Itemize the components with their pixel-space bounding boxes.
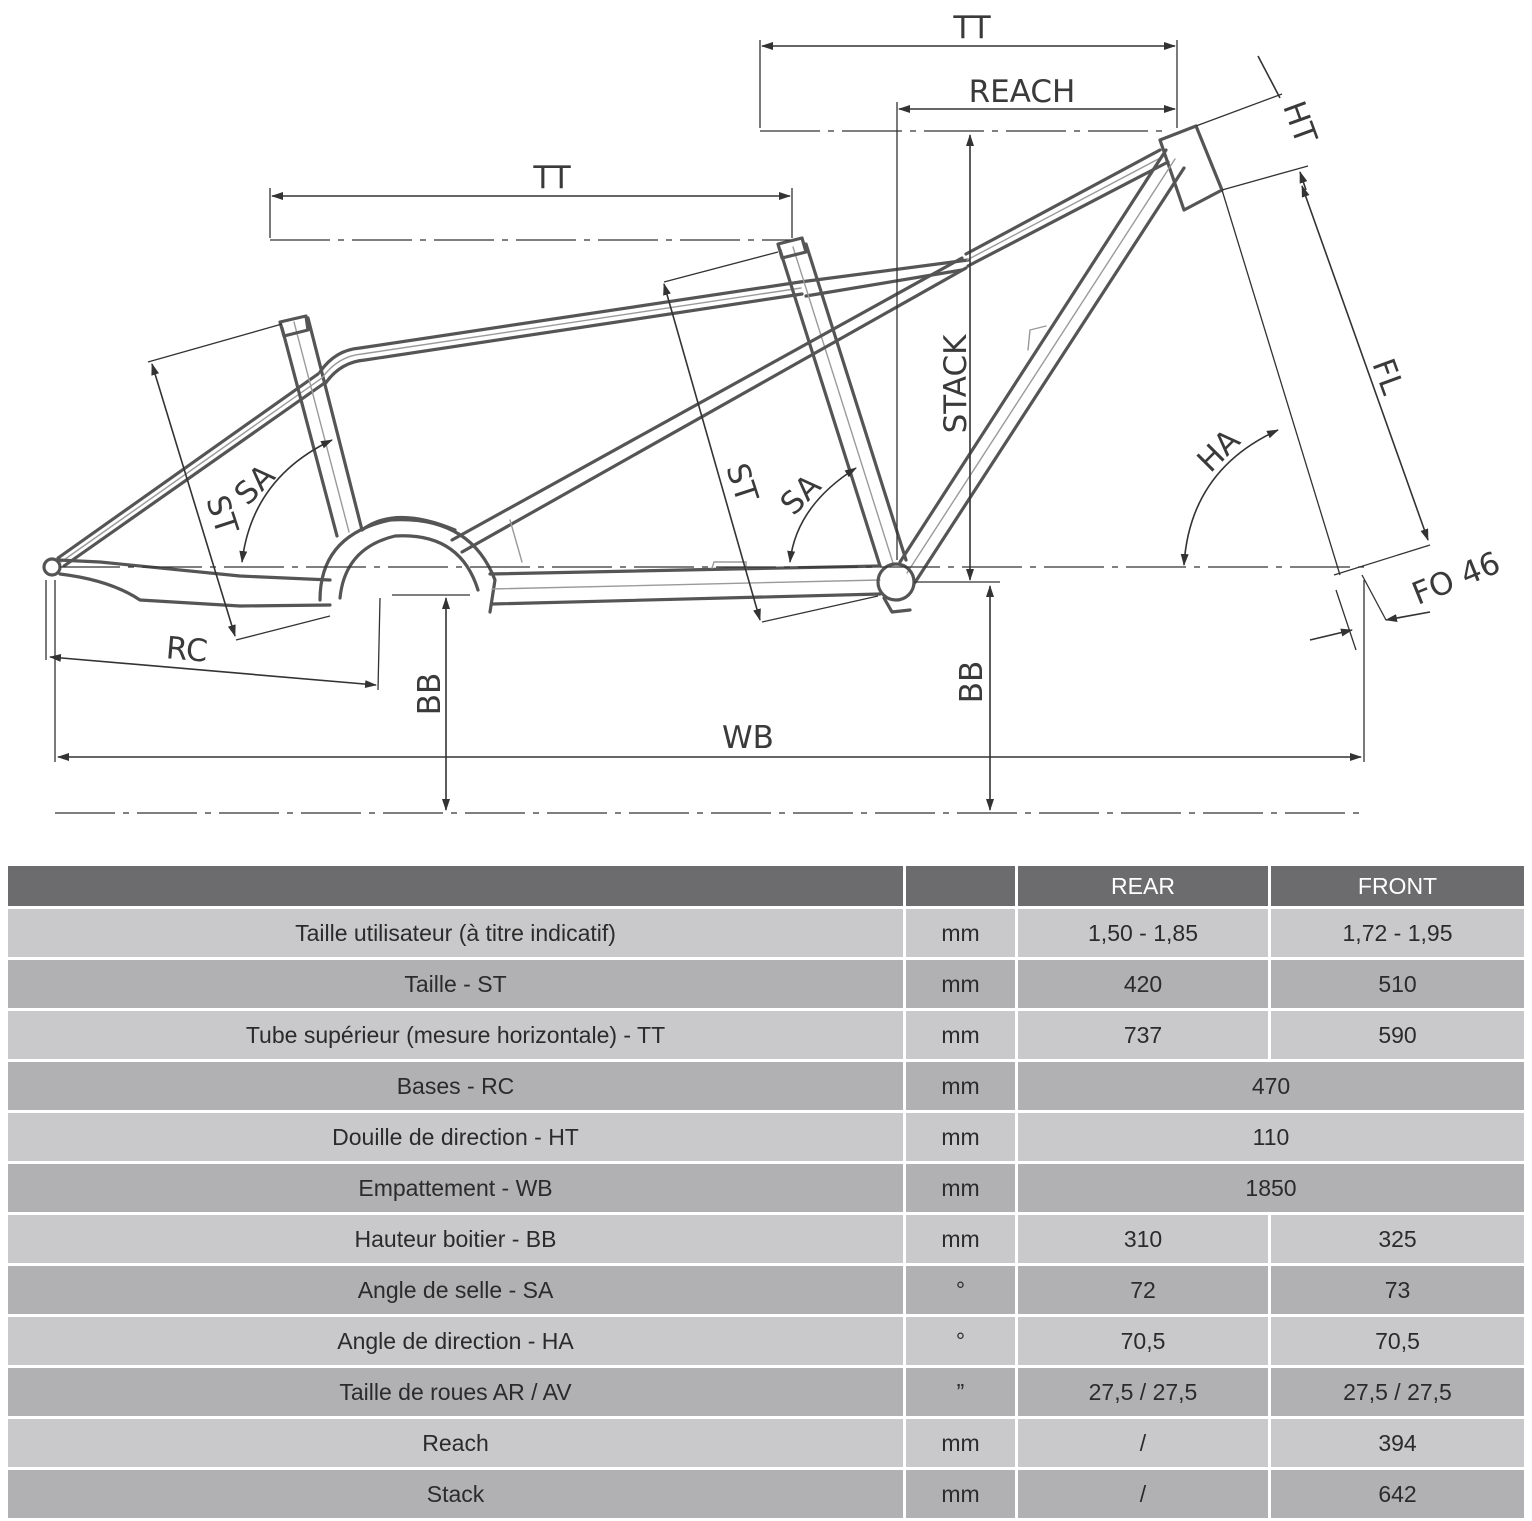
- row-unit: °: [906, 1263, 1018, 1314]
- row-front-value: 590: [1271, 1008, 1524, 1059]
- label-reach: REACH: [969, 74, 1076, 110]
- header-rear: REAR: [1018, 866, 1271, 906]
- table-row: Empattement - WB mm 1850: [8, 1161, 1524, 1212]
- row-rear-value: 420: [1018, 957, 1271, 1008]
- table-row: Hauteur boitier - BB mm 310 325: [8, 1212, 1524, 1263]
- row-front-value: 642: [1271, 1467, 1524, 1518]
- row-label: Empattement - WB: [8, 1161, 906, 1212]
- row-unit: mm: [906, 1416, 1018, 1467]
- row-label: Reach: [8, 1416, 906, 1467]
- row-rear-value: 737: [1018, 1008, 1271, 1059]
- row-unit: mm: [906, 906, 1018, 957]
- row-unit: mm: [906, 1212, 1018, 1263]
- row-unit: °: [906, 1314, 1018, 1365]
- rear-seat-tube: [280, 326, 339, 538]
- row-front-value: 73: [1271, 1263, 1524, 1314]
- header-label: [8, 866, 906, 906]
- table-body: Taille utilisateur (à titre indicatif) m…: [8, 906, 1524, 1518]
- row-unit: mm: [906, 1110, 1018, 1161]
- row-unit: mm: [906, 1059, 1018, 1110]
- row-rear-value: 1,50 - 1,85: [1018, 906, 1271, 957]
- row-label: Angle de direction - HA: [8, 1314, 906, 1365]
- label-wb: WB: [722, 720, 774, 756]
- table-row: Tube supérieur (mesure horizontale) - TT…: [8, 1008, 1524, 1059]
- down-tube: [898, 148, 1168, 564]
- label-stack: STACK: [938, 334, 974, 434]
- dimension-lines: [45, 40, 1431, 814]
- table-row: Taille - ST mm 420 510: [8, 957, 1524, 1008]
- row-label: Douille de direction - HT: [8, 1110, 906, 1161]
- front-bottom-bracket: [876, 562, 916, 602]
- row-front-value: 510: [1271, 957, 1524, 1008]
- row-front-value: 70,5: [1271, 1314, 1524, 1365]
- label-tt-front: TT: [952, 10, 991, 46]
- row-front-value: 1,72 - 1,95: [1271, 906, 1524, 957]
- row-rear-value: 72: [1018, 1263, 1271, 1314]
- row-front-value: 27,5 / 27,5: [1271, 1365, 1524, 1416]
- label-sa-front: SA: [774, 468, 829, 523]
- tandem-frame: [42, 124, 1224, 614]
- table-row: Taille utilisateur (à titre indicatif) m…: [8, 906, 1524, 957]
- row-unit: ”: [906, 1365, 1018, 1416]
- label-tt-rear: TT: [532, 160, 571, 196]
- row-shared-value: 110: [1018, 1110, 1524, 1161]
- label-fl: FL: [1364, 354, 1410, 400]
- table-row: Angle de selle - SA ° 72 73: [8, 1263, 1524, 1314]
- row-rear-value: /: [1018, 1467, 1271, 1518]
- row-front-value: 325: [1271, 1212, 1524, 1263]
- label-bb-front: BB: [954, 661, 990, 704]
- row-unit: mm: [906, 957, 1018, 1008]
- table-header: REAR FRONT: [8, 866, 1524, 906]
- row-label: Hauteur boitier - BB: [8, 1212, 906, 1263]
- row-shared-value: 470: [1018, 1059, 1524, 1110]
- motor-housing: [318, 518, 497, 614]
- row-label: Tube supérieur (mesure horizontale) - TT: [8, 1008, 906, 1059]
- row-rear-value: 310: [1018, 1212, 1271, 1263]
- table-row: Reach mm / 394: [8, 1416, 1524, 1467]
- header-unit: [906, 866, 1018, 906]
- front-top-tube: [964, 148, 1162, 256]
- table-row: Angle de direction - HA ° 70,5 70,5: [8, 1314, 1524, 1365]
- row-label: Taille utilisateur (à titre indicatif): [8, 906, 906, 957]
- header-front: FRONT: [1271, 866, 1524, 906]
- row-front-value: 394: [1271, 1416, 1524, 1467]
- row-unit: mm: [906, 1467, 1018, 1518]
- row-label: Taille de roues AR / AV: [8, 1365, 906, 1416]
- table-row: Taille de roues AR / AV ” 27,5 / 27,5 27…: [8, 1365, 1524, 1416]
- label-ha: HA: [1190, 422, 1247, 479]
- frame-geometry-diagram: TT REACH TT STACK HT FL HA ST SA ST SA F…: [42, 10, 1506, 814]
- geometry-table: REAR FRONT Taille utilisateur (à titre i…: [8, 866, 1524, 1518]
- row-rear-value: /: [1018, 1416, 1271, 1467]
- row-rear-value: 27,5 / 27,5: [1018, 1365, 1271, 1416]
- dimension-labels: TT REACH TT STACK HT FL HA ST SA ST SA F…: [165, 10, 1506, 756]
- table-row: Douille de direction - HT mm 110: [8, 1110, 1524, 1161]
- row-rear-value: 70,5: [1018, 1314, 1271, 1365]
- row-unit: mm: [906, 1008, 1018, 1059]
- front-seat-tube: [778, 248, 882, 568]
- label-ht: HT: [1275, 97, 1324, 150]
- row-label: Taille - ST: [8, 957, 906, 1008]
- table-row: Bases - RC mm 470: [8, 1059, 1524, 1110]
- table-row: Stack mm / 642: [8, 1467, 1524, 1518]
- row-label: Bases - RC: [8, 1059, 906, 1110]
- label-fo: FO 46: [1407, 545, 1505, 613]
- row-shared-value: 1850: [1018, 1161, 1524, 1212]
- row-label: Stack: [8, 1467, 906, 1518]
- row-unit: mm: [906, 1161, 1018, 1212]
- row-label: Angle de selle - SA: [8, 1263, 906, 1314]
- label-rc: RC: [165, 630, 210, 669]
- label-bb-rear: BB: [412, 673, 448, 716]
- rear-top-tube: [318, 280, 802, 374]
